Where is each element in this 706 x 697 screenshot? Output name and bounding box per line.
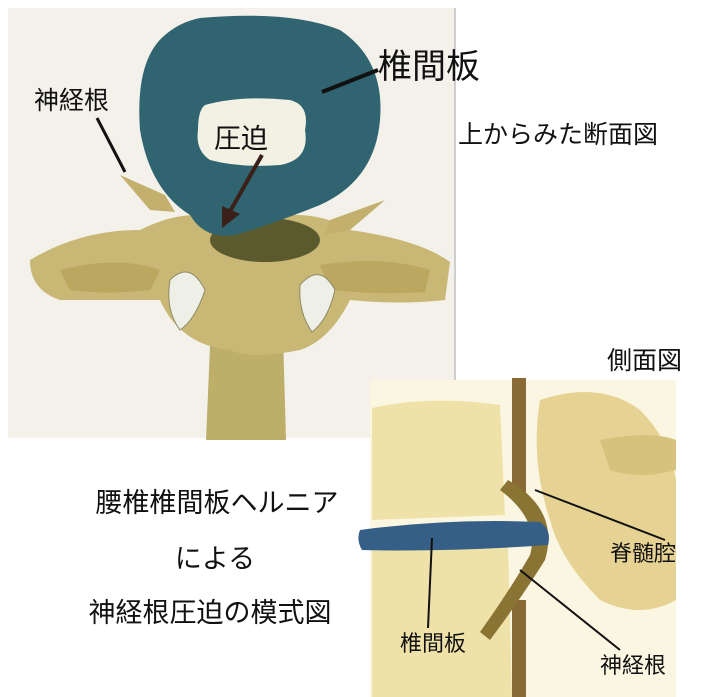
label-spinal-cord: 脊髄腔 <box>610 544 676 566</box>
arch-shading-left <box>60 263 160 293</box>
label-nerve-root-side: 神経根 <box>600 656 666 678</box>
label-nerve-root-top: 神経根 <box>34 88 109 113</box>
title-line-3: 神経根圧迫の模式図 <box>60 600 360 627</box>
title-line-2: による <box>140 546 290 573</box>
label-compression: 圧迫 <box>214 126 268 153</box>
spinal-cord-lower <box>512 600 526 697</box>
caption-side-view: 側面図 <box>607 348 682 373</box>
upper-vertebra <box>372 401 505 520</box>
caption-top-view: 上からみた断面図 <box>458 122 658 147</box>
label-disc-top: 椎間板 <box>378 50 480 84</box>
arch-shading-right <box>320 261 430 293</box>
label-disc-side: 椎間板 <box>400 634 466 656</box>
title-line-1: 腰椎椎間板ヘルニア <box>72 490 362 517</box>
facet-shading <box>600 435 676 475</box>
spinal-cord-upper <box>512 378 526 498</box>
